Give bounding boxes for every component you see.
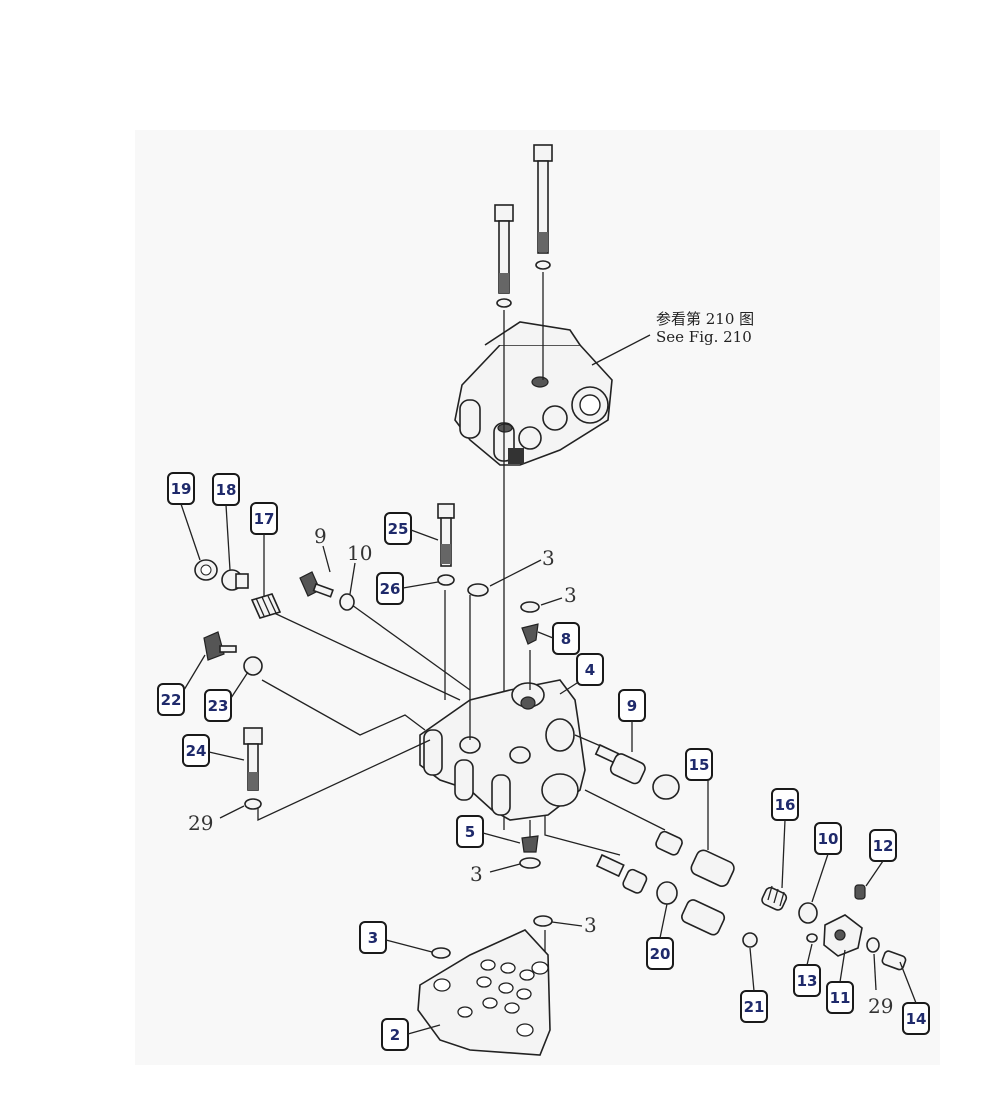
callout-20: 20 xyxy=(646,937,674,970)
part-19-washer xyxy=(194,559,218,581)
callout-26: 26 xyxy=(376,572,404,605)
callout-22-label: 22 xyxy=(161,691,182,709)
callout-16-label: 16 xyxy=(775,796,796,814)
part-3-oring-d xyxy=(431,947,451,959)
part-3-oring-c xyxy=(519,857,541,869)
part-10-oring-right xyxy=(798,902,818,924)
callout-leaders xyxy=(180,503,917,1035)
callout-3: 3 xyxy=(359,921,387,954)
part-3-oring-a xyxy=(467,583,489,597)
callout-12-label: 12 xyxy=(873,837,894,855)
callout-2-label: 2 xyxy=(390,1026,400,1044)
part-25-bolt xyxy=(437,503,455,567)
callout-24-label: 24 xyxy=(186,742,207,760)
part-3-oring-e xyxy=(533,915,553,927)
callout-25: 25 xyxy=(384,512,412,545)
part-18-plug xyxy=(221,569,249,591)
plain-label-leaders xyxy=(219,545,877,991)
callout-12: 12 xyxy=(869,829,897,862)
part-3-oring-b xyxy=(520,601,540,613)
callout-4: 4 xyxy=(576,653,604,686)
upper-bolt-short xyxy=(494,204,514,308)
plain-label-29: 29 xyxy=(188,811,213,835)
part-13-ring xyxy=(806,933,818,943)
callout-16: 16 xyxy=(771,788,799,821)
part-2-plate xyxy=(417,929,551,1056)
part-8-check-ball xyxy=(521,623,539,645)
part-12-plug xyxy=(854,884,866,900)
callout-22: 22 xyxy=(157,683,185,716)
callout-9-label: 9 xyxy=(627,697,637,715)
plain-label-3: 3 xyxy=(470,862,483,886)
part-15-spool xyxy=(655,830,735,887)
callout-17-label: 17 xyxy=(254,510,275,528)
see-fig-chinese: 参看第 210 图 xyxy=(656,310,754,328)
plain-label-3: 3 xyxy=(564,583,577,607)
see-fig-210-note: 参看第 210 图 See Fig. 210 xyxy=(656,310,754,346)
callout-4-label: 4 xyxy=(585,661,595,679)
plain-label-29: 29 xyxy=(868,994,893,1018)
callout-19: 19 xyxy=(167,472,195,505)
callout-5-label: 5 xyxy=(465,823,475,841)
callout-8: 8 xyxy=(552,622,580,655)
plain-labels: 9 10 3 3 29 3 3 29 xyxy=(188,524,893,1018)
callout-14-label: 14 xyxy=(906,1010,927,1028)
callout-19-label: 19 xyxy=(171,480,192,498)
callout-23-label: 23 xyxy=(208,697,229,715)
callout-2: 2 xyxy=(381,1018,409,1051)
lower-valve-body xyxy=(419,679,586,821)
callout-21: 21 xyxy=(740,990,768,1023)
callout-18-label: 18 xyxy=(216,481,237,499)
callout-13-label: 13 xyxy=(797,972,818,990)
callout-23: 23 xyxy=(204,689,232,722)
callout-3-label: 3 xyxy=(368,929,378,947)
part-16-spring xyxy=(761,885,788,911)
part-9-spool xyxy=(594,743,680,800)
callout-11-label: 11 xyxy=(830,989,851,1007)
callout-9: 9 xyxy=(618,689,646,722)
callout-5: 5 xyxy=(456,815,484,848)
part-9-fitting-upper xyxy=(299,571,334,598)
assembly-lines xyxy=(257,590,666,960)
part-26-washer xyxy=(437,574,455,586)
callout-20-label: 20 xyxy=(650,945,671,963)
part-24-bolt xyxy=(243,727,263,791)
part-11-cover xyxy=(823,914,863,957)
see-fig-english: See Fig. 210 xyxy=(656,328,752,346)
plain-label-3: 3 xyxy=(542,546,555,570)
callout-24: 24 xyxy=(182,734,210,767)
callout-17: 17 xyxy=(250,502,278,535)
part-5-check xyxy=(521,835,539,853)
plain-label-10: 10 xyxy=(347,541,372,565)
callout-10: 10 xyxy=(814,822,842,855)
part-14-plug xyxy=(881,950,907,971)
callout-15: 15 xyxy=(685,748,713,781)
callout-10-label: 10 xyxy=(818,830,839,848)
callout-18: 18 xyxy=(212,473,240,506)
callout-26-label: 26 xyxy=(380,580,401,598)
part-17-spring xyxy=(250,593,282,619)
part-29-washer-left xyxy=(244,798,262,810)
upper-bolt-long xyxy=(533,144,553,270)
callout-21-label: 21 xyxy=(744,998,765,1016)
part-10-nut-upper xyxy=(339,593,355,611)
part-20-spool xyxy=(595,853,726,936)
callout-15-label: 15 xyxy=(689,756,710,774)
callout-14: 14 xyxy=(902,1002,930,1035)
callout-8-label: 8 xyxy=(561,630,571,648)
callout-25-label: 25 xyxy=(388,520,409,538)
part-21-nut xyxy=(742,932,758,948)
part-29-washer-right xyxy=(866,937,880,953)
callout-13: 13 xyxy=(793,964,821,997)
part-23-nut xyxy=(243,656,263,676)
part-22-fitting xyxy=(203,631,237,661)
plain-label-9: 9 xyxy=(314,524,327,548)
plain-label-3: 3 xyxy=(584,913,597,937)
callout-11: 11 xyxy=(826,981,854,1014)
